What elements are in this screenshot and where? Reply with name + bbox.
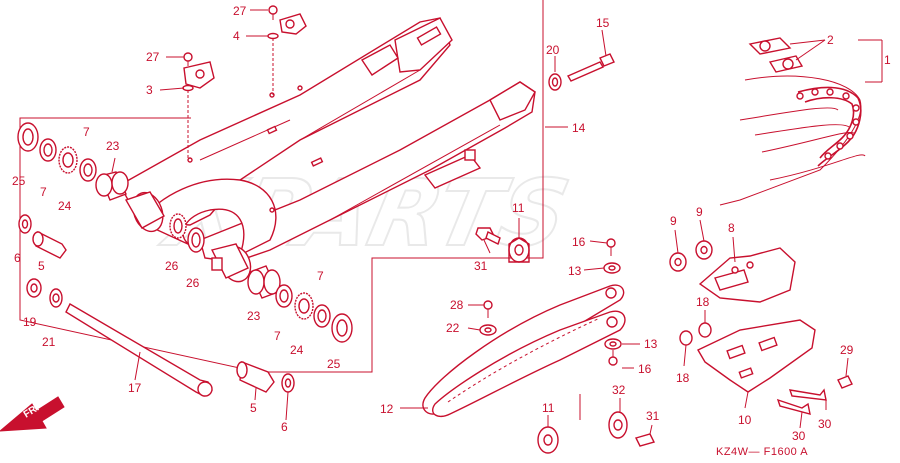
callout-17: 17 [128,381,142,395]
callout-1: 1 [884,53,891,67]
pivot-bolt-and-nut [548,53,615,91]
callout-14: 14 [572,121,586,135]
callout-11-bottom: 11 [542,401,555,415]
drive-chain [719,37,866,206]
callout-23-bottom: 23 [247,309,261,323]
callout-13-top: 13 [568,264,582,278]
callout-13-bottom: 13 [644,337,658,351]
callout-3: 3 [146,83,153,97]
callout-25-top: 25 [12,174,26,188]
callout-18-bottom: 18 [676,371,690,385]
callout-23-top: 23 [106,139,120,153]
callout-11-top: 11 [512,201,525,215]
callout-18-top: 18 [696,295,710,309]
callout-6-left: 6 [14,251,21,265]
callout-31-bottom: 31 [646,409,660,423]
callout-9-b: 9 [696,205,703,219]
callout-9-a: 9 [670,214,677,228]
callout-24-top: 24 [58,199,72,213]
callout-5-bottom: 5 [250,401,257,415]
callout-31-top: 31 [474,259,488,273]
callout-5-left: 5 [38,259,45,273]
callout-29: 29 [840,343,854,357]
callout-21: 21 [42,335,56,349]
callout-7-a: 7 [40,185,47,199]
callout-28: 28 [450,298,464,312]
callout-10: 10 [738,413,752,427]
callout-7-b: 7 [83,125,90,139]
callout-30-b: 30 [818,417,832,431]
callout-19: 19 [23,315,37,329]
callout-15: 15 [596,16,610,30]
top-hose-brackets [182,5,307,158]
callout-7-d: 7 [274,329,281,343]
callout-26-a: 26 [165,259,179,273]
right-lower-bearing-stack [247,265,353,343]
callout-24-bottom: 24 [290,343,304,357]
callout-12: 12 [380,402,394,416]
slider-hardware [475,227,656,454]
callout-6-bottom: 6 [281,420,288,434]
callout-16-top: 16 [572,235,586,249]
leader-lines [111,9,883,435]
pivot-small-parts [18,214,295,397]
swingarm-body [119,17,536,263]
callout-4: 4 [233,29,240,43]
front-direction-arrow: FR. [0,396,65,432]
callout-27-top: 27 [233,4,247,18]
pivot-bushings [124,191,252,283]
callout-2: 2 [827,33,834,47]
chain-guide-assembly [669,240,853,415]
callout-26-b: 26 [186,276,200,290]
left-upper-bearing-stack [17,122,129,201]
callout-25-bottom: 25 [327,357,341,371]
callout-27-left: 27 [146,50,160,64]
chain-slider [422,284,626,420]
callout-16-bottom: 16 [638,362,652,376]
callout-7-c: 7 [317,269,324,283]
middle-bearing-stack [169,213,205,253]
callout-30-a: 30 [792,429,806,443]
callout-8: 8 [728,221,735,235]
diagram-code: KZ4W— F1600 A [716,446,808,458]
callout-32: 32 [612,383,626,397]
callout-20: 20 [546,43,560,57]
callout-labels: 1 2 3 4 5 5 6 6 7 7 7 7 8 9 9 10 11 11 1… [12,4,891,443]
callout-22: 22 [446,321,460,335]
